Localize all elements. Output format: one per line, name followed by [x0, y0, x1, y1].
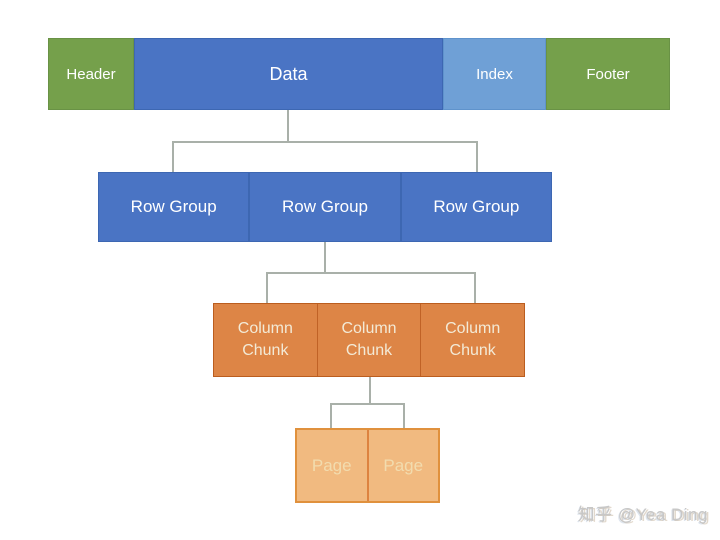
connector-data-stem	[287, 110, 289, 142]
row-group-1-label: Row Group	[130, 197, 217, 216]
connector-data-left-drop	[172, 141, 174, 172]
connector-rowgroup-stem	[324, 242, 326, 273]
page-1-label: Page	[311, 455, 352, 475]
connector-rowgroup-right-drop	[474, 272, 476, 303]
column-chunk-1-label: Column Chunk	[237, 320, 293, 359]
row-group-2: Row Group	[249, 172, 401, 242]
connector-data-right-drop	[476, 141, 478, 172]
footer-label: Footer	[586, 65, 630, 83]
watermark: 知乎 @Yea Ding	[577, 505, 708, 524]
column-chunk-3: Column Chunk	[421, 304, 525, 376]
header-box: Header	[48, 38, 134, 110]
row-group-3: Row Group	[400, 172, 552, 242]
row-group-band: Row Group Row Group Row Group	[98, 172, 552, 242]
row-group-1: Row Group	[98, 172, 250, 242]
header-label: Header	[66, 65, 116, 83]
column-chunk-2: Column Chunk	[317, 304, 422, 376]
row-group-2-label: Row Group	[282, 197, 368, 216]
column-chunk-band: Column Chunk Column Chunk Column Chunk	[213, 303, 525, 377]
connector-data-crossbar	[172, 141, 478, 143]
page-2: Page	[369, 430, 439, 501]
index-box: Index	[443, 38, 546, 110]
footer-box: Footer	[546, 38, 670, 110]
page-1: Page	[297, 430, 369, 501]
column-chunk-3-label: Column Chunk	[445, 320, 501, 359]
page-band: Page Page	[295, 428, 440, 503]
connector-chunk-right-drop	[403, 403, 405, 428]
connector-chunk-left-drop	[330, 403, 332, 428]
column-chunk-2-label: Column Chunk	[341, 320, 397, 359]
connector-chunk-crossbar	[330, 403, 405, 405]
data-box: Data	[134, 38, 443, 110]
page-2-label: Page	[383, 455, 424, 475]
connector-chunk-stem	[369, 377, 371, 405]
connector-rowgroup-crossbar	[266, 272, 476, 274]
connector-rowgroup-left-drop	[266, 272, 268, 303]
index-label: Index	[476, 65, 513, 83]
column-chunk-1: Column Chunk	[214, 304, 318, 376]
row-group-3-label: Row Group	[433, 197, 520, 216]
data-label: Data	[269, 63, 308, 84]
